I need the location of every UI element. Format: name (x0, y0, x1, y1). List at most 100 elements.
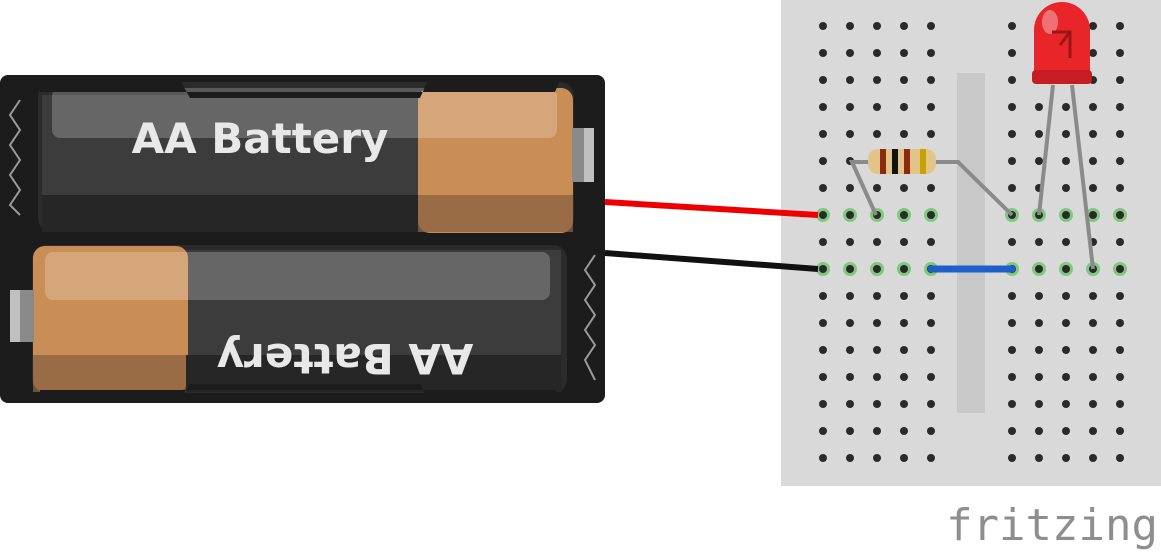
breadboard-hole (900, 238, 908, 246)
breadboard-hole (1089, 292, 1097, 300)
breadboard-hole (873, 373, 881, 381)
breadboard-hole (846, 103, 854, 111)
breadboard-hole (1116, 22, 1124, 30)
breadboard-hole (1116, 130, 1124, 138)
breadboard-hole (900, 319, 908, 327)
breadboard-hole (927, 373, 935, 381)
breadboard-hole (1089, 103, 1097, 111)
breadboard-hole (819, 157, 827, 165)
breadboard-hole (1008, 184, 1016, 192)
battery-cell-bottom: AA Battery (10, 245, 567, 400)
breadboard-hole (1116, 373, 1124, 381)
breadboard-hole (1035, 157, 1043, 165)
breadboard-hole (819, 130, 827, 138)
breadboard-hole (1035, 319, 1043, 327)
breadboard-hole (1062, 130, 1070, 138)
breadboard-hole (900, 346, 908, 354)
breadboard-hole (927, 292, 935, 300)
breadboard-hole (1062, 265, 1070, 273)
breadboard-hole (900, 292, 908, 300)
breadboard-hole (900, 130, 908, 138)
breadboard-hole (1116, 157, 1124, 165)
wire-positive (604, 199, 819, 218)
breadboard-hole (1089, 22, 1097, 30)
breadboard-hole (1116, 292, 1124, 300)
breadboard-hole (927, 76, 935, 84)
wires (604, 199, 1016, 273)
breadboard-hole (900, 49, 908, 57)
fritzing-logo: fritzing (946, 500, 1158, 551)
breadboard-hole (1089, 130, 1097, 138)
breadboard-hole (1062, 319, 1070, 327)
breadboard-hole (927, 184, 935, 192)
breadboard-center-channel (957, 73, 985, 413)
breadboard-hole (819, 103, 827, 111)
breadboard-hole (900, 22, 908, 30)
breadboard-hole (1116, 211, 1124, 219)
battery-label-bottom: AA Battery (217, 334, 474, 383)
led-lead-anode (1037, 84, 1055, 216)
breadboard-hole (819, 400, 827, 408)
breadboard-hole (1008, 319, 1016, 327)
breadboard-hole (1116, 238, 1124, 246)
battery-terminal-bottom (18, 290, 34, 342)
breadboard-hole (1008, 373, 1016, 381)
led-lead-cathode (1070, 84, 1095, 270)
breadboard-hole (846, 265, 854, 273)
breadboard-hole (1008, 346, 1016, 354)
breadboard-hole (1035, 265, 1043, 273)
breadboard-hole (846, 454, 854, 462)
breadboard-hole (1062, 103, 1070, 111)
breadboard-hole (1008, 454, 1016, 462)
breadboard-hole (1116, 76, 1124, 84)
breadboard-hole (927, 211, 935, 219)
breadboard-hole (873, 103, 881, 111)
breadboard-hole (1008, 76, 1016, 84)
breadboard-hole (900, 184, 908, 192)
breadboard-hole (873, 265, 881, 273)
breadboard-hole (1062, 373, 1070, 381)
breadboard-hole (1008, 400, 1016, 408)
breadboard-hole (1116, 454, 1124, 462)
breadboard-hole (873, 346, 881, 354)
breadboard-hole (1116, 49, 1124, 57)
breadboard-hole (1089, 454, 1097, 462)
breadboard-hole (927, 454, 935, 462)
breadboard-hole (819, 22, 827, 30)
breadboard-hole (1008, 238, 1016, 246)
breadboard-hole (1089, 184, 1097, 192)
breadboard-hole (819, 265, 827, 273)
breadboard-hole (846, 238, 854, 246)
breadboard-hole (927, 49, 935, 57)
resistor-lead-right (934, 160, 1014, 217)
breadboard-hole (1089, 157, 1097, 165)
breadboard-hole (819, 454, 827, 462)
breadboard-hole (846, 76, 854, 84)
breadboard-hole (1008, 427, 1016, 435)
breadboard-hole (873, 130, 881, 138)
battery-cell-top: AA Battery (38, 80, 594, 233)
breadboard-hole (873, 427, 881, 435)
breadboard-hole (1116, 346, 1124, 354)
breadboard-hole (927, 400, 935, 408)
breadboard-hole (1089, 49, 1097, 57)
breadboard-hole (1089, 373, 1097, 381)
breadboard-hole (1035, 346, 1043, 354)
breadboard-hole (846, 211, 854, 219)
breadboard-hole (1035, 292, 1043, 300)
battery-label-top: AA Battery (132, 114, 389, 163)
breadboard-hole (927, 22, 935, 30)
breadboard-hole (900, 265, 908, 273)
breadboard-hole (1008, 157, 1016, 165)
breadboard-hole (1062, 454, 1070, 462)
breadboard-hole (873, 49, 881, 57)
breadboard-hole (846, 427, 854, 435)
breadboard-hole (873, 76, 881, 84)
breadboard-hole (1008, 22, 1016, 30)
resistor (848, 149, 1014, 217)
breadboard-hole (819, 211, 827, 219)
breadboard-hole (873, 454, 881, 462)
breadboard-hole (1062, 427, 1070, 435)
breadboard-hole (846, 373, 854, 381)
breadboard-hole (1089, 400, 1097, 408)
